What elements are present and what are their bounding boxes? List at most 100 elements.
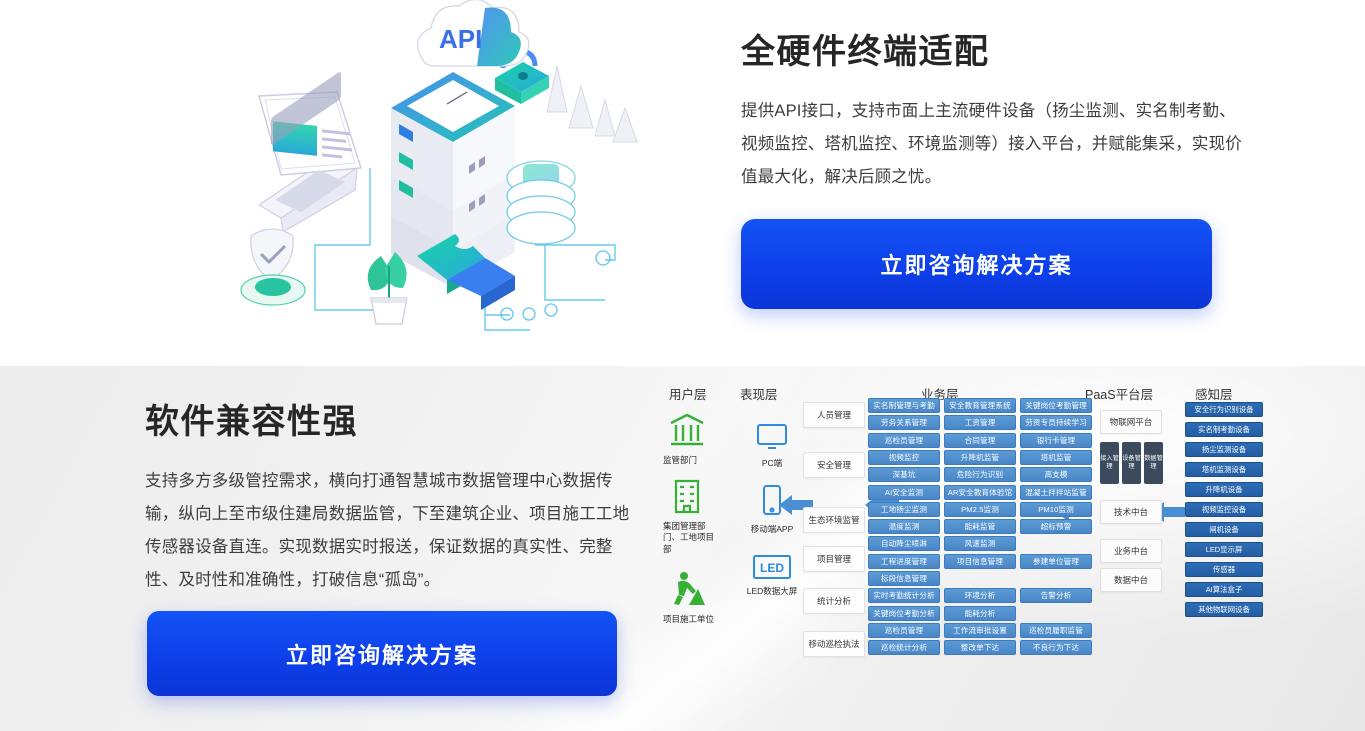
perception-device[interactable]: 视频监控设备 <box>1185 502 1263 517</box>
perception-device[interactable]: LED显示屏 <box>1185 542 1263 557</box>
business-tag[interactable]: 整改单下达 <box>944 640 1016 656</box>
perception-device[interactable]: 扬尘监测设备 <box>1185 442 1263 457</box>
column-header-paas: PaaS平台层 <box>1085 388 1154 402</box>
perception-device[interactable]: 闸机设备 <box>1185 522 1263 537</box>
software-description: 支持多方多级管控需求，横向打通智慧城市数据管理中心数据传输，纵向上至市级住建局数… <box>145 471 630 589</box>
business-tag[interactable]: 参建单位管理 <box>1020 553 1092 569</box>
column-header-perception: 感知层 <box>1195 388 1233 402</box>
business-tag[interactable]: 合同管理 <box>944 432 1016 448</box>
business-category-safety[interactable]: 安全管理 <box>803 452 865 478</box>
presentation-item-app: 移动端APP <box>733 484 811 535</box>
column-header-user: 用户层 <box>669 388 707 402</box>
user-item-label: 项目施工单位 <box>663 614 715 624</box>
business-tag[interactable]: 深基坑 <box>868 467 940 483</box>
business-tag-grid: 实名制管理与考勤安全教育管理系统关键岗位考勤管理劳务关系管理工资管理劳资专员持续… <box>868 398 1094 658</box>
business-tag[interactable]: 巡检员履职监管 <box>1020 622 1092 638</box>
business-tag[interactable]: PM2.5监测 <box>944 501 1016 517</box>
paas-business-middle[interactable]: 业务中台 <box>1100 539 1162 563</box>
paas-pillar-access[interactable]: 接入管理 <box>1100 442 1119 484</box>
presentation-item-label: LED数据大屏 <box>746 586 798 596</box>
hardware-description: 提供API接口，支持市面上主流硬件设备（扬尘监测、实名制考勤、视频监控、塔机监控… <box>741 101 1242 186</box>
business-tag[interactable]: 视频监控 <box>868 449 940 465</box>
business-tag[interactable]: 标段信息管理 <box>868 571 940 586</box>
business-category-project[interactable]: 项目管理 <box>803 546 865 572</box>
column-header-presentation: 表现层 <box>740 388 778 402</box>
business-tag[interactable]: 工程进度管理 <box>868 553 940 569</box>
business-tag[interactable]: 不良行为下达 <box>1020 640 1092 656</box>
business-tag[interactable]: 风速监测 <box>944 536 1016 552</box>
business-tag[interactable]: 超标预警 <box>1020 519 1092 535</box>
presentation-item-label: 移动端APP <box>750 524 794 534</box>
perception-device[interactable]: 实名制考勤设备 <box>1185 422 1263 437</box>
business-tag[interactable]: 升降机监管 <box>944 449 1016 465</box>
business-tag[interactable]: 关键岗位考勤分析 <box>868 605 940 621</box>
user-item-group-dept: 集团管理部门、工地项目部 <box>663 476 739 555</box>
paas-tech-middle[interactable]: 技术中台 <box>1100 500 1162 524</box>
hardware-compatibility-section: API <box>185 0 1261 340</box>
business-tag[interactable]: 工作流审批设置 <box>944 622 1016 638</box>
paas-pillar-data[interactable]: 数据管理 <box>1144 442 1163 484</box>
page-title-software: 软件兼容性强 <box>145 403 358 441</box>
business-tag[interactable]: 能耗分析 <box>944 605 1016 621</box>
led-icon: LED <box>753 555 791 579</box>
paas-data-middle[interactable]: 数据中台 <box>1100 568 1162 592</box>
business-tag[interactable]: 实时考勤统计分析 <box>868 588 940 604</box>
consult-solution-button-bottom[interactable]: 立即咨询解决方案 <box>147 611 617 696</box>
business-tag[interactable]: 劳资专员持续学习 <box>1020 415 1092 431</box>
business-tag[interactable]: 混凝土拌拌站监管 <box>1020 484 1092 500</box>
perception-device[interactable]: 其他物联网设备 <box>1185 602 1263 617</box>
business-tag[interactable]: 巡检员管理 <box>868 432 940 448</box>
business-tag[interactable]: 工地扬尘监测 <box>868 501 940 517</box>
hardware-text-block: 全硬件终端适配 提供API接口，支持市面上主流硬件设备（扬尘监测、实名制考勤、视… <box>741 32 1261 194</box>
business-tag[interactable]: 高支模 <box>1020 467 1092 483</box>
business-category-eco[interactable]: 生态环境监管 <box>803 507 865 533</box>
business-category-patrol[interactable]: 移动巡检执法 <box>803 631 865 657</box>
api-isometric-illustration: API <box>185 0 645 340</box>
business-tag[interactable]: 能耗监管 <box>944 519 1016 535</box>
worker-icon <box>674 572 705 605</box>
paas-pillar-device[interactable]: 设备管理 <box>1122 442 1141 484</box>
monitor-icon <box>757 424 787 449</box>
presentation-item-led: LED LED数据大屏 <box>733 554 811 597</box>
business-tag[interactable]: 实名制管理与考勤 <box>868 398 940 413</box>
business-category-personnel[interactable]: 人员管理 <box>803 402 865 428</box>
business-tag[interactable]: 巡检统计分析 <box>868 640 940 656</box>
perception-device[interactable]: 升降机设备 <box>1185 482 1263 497</box>
phone-icon <box>763 485 781 515</box>
business-tag[interactable]: 巡检员管理 <box>868 622 940 638</box>
software-compatibility-section: 软件兼容性强 支持多方多级管控需求，横向打通智慧城市数据管理中心数据传输，纵向上… <box>0 366 1365 731</box>
presentation-item-pc: PC端 <box>733 422 811 469</box>
api-label: API <box>439 24 482 54</box>
user-item-label: 集团管理部门、工地项目部 <box>663 521 715 554</box>
business-tag[interactable]: 劳务关系管理 <box>868 415 940 431</box>
business-tag[interactable]: 危险行为识别 <box>944 467 1016 483</box>
business-tag[interactable]: 自动降尘喷淋 <box>868 536 940 552</box>
business-tag[interactable]: 温度监测 <box>868 519 940 535</box>
page-title-hardware: 全硬件终端适配 <box>741 33 990 71</box>
perception-device[interactable]: AI算法盒子 <box>1185 582 1263 597</box>
business-tag[interactable]: 环境分析 <box>944 588 1016 604</box>
business-tag[interactable]: 项目信息管理 <box>944 553 1016 569</box>
software-text-block: 软件兼容性强 支持多方多级管控需求，横向打通智慧城市数据管理中心数据传输，纵向上… <box>145 402 645 597</box>
business-category-statistics[interactable]: 统计分析 <box>803 588 865 614</box>
business-tag[interactable]: PM10监测 <box>1020 501 1092 517</box>
consult-solution-button-top[interactable]: 立即咨询解决方案 <box>741 219 1212 309</box>
presentation-item-label: PC端 <box>761 458 783 468</box>
business-tag[interactable]: 工资管理 <box>944 415 1016 431</box>
user-item-label: 监管部门 <box>663 455 698 465</box>
building-icon <box>674 479 700 514</box>
business-tag[interactable]: AI安全监测 <box>868 484 940 500</box>
perception-device[interactable]: 安全行为识别设备 <box>1185 402 1263 417</box>
business-tag[interactable]: 关键岗位考勤管理 <box>1020 398 1092 413</box>
business-tag[interactable]: AR安全教育体验馆 <box>944 484 1016 500</box>
business-tag[interactable]: 安全教育管理系统 <box>944 398 1016 413</box>
business-tag[interactable]: 塔机监管 <box>1020 449 1092 465</box>
perception-device[interactable]: 传感器 <box>1185 562 1263 577</box>
perception-device[interactable]: 塔机监测设备 <box>1185 462 1263 477</box>
paas-iot-platform[interactable]: 物联网平台 <box>1100 410 1162 434</box>
business-tag[interactable]: 告警分析 <box>1020 588 1092 604</box>
business-tag[interactable]: 银行卡管理 <box>1020 432 1092 448</box>
svg-text:LED: LED <box>760 561 784 575</box>
bank-icon <box>670 413 704 446</box>
